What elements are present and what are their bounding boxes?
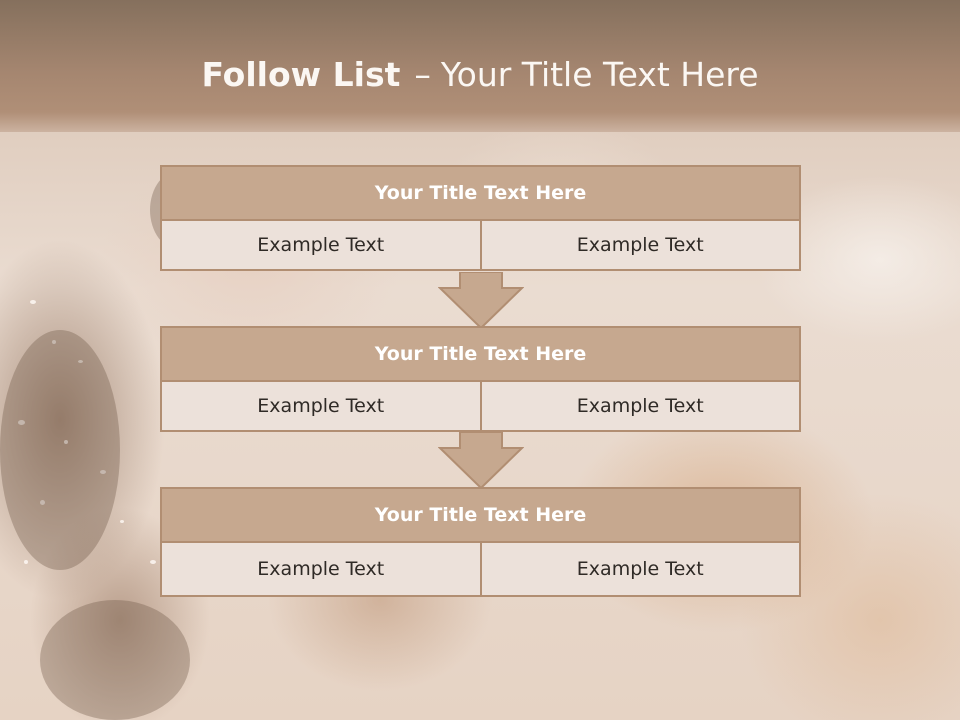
step-cell-left: Example Text [160, 221, 482, 271]
step-cell-left: Example Text [160, 382, 482, 432]
step-cell-right: Example Text [481, 382, 801, 432]
step-title: Your Title Text Here [160, 165, 801, 221]
step-block-1: Your Title Text Here Example Text Exampl… [160, 165, 801, 271]
step-cell-right: Example Text [481, 543, 801, 597]
title-bold: Follow List [201, 55, 401, 94]
step-row: Example Text Example Text [160, 543, 801, 597]
step-block-3: Your Title Text Here Example Text Exampl… [160, 487, 801, 597]
slide-title: Follow List–Your Title Text Here [0, 52, 960, 98]
title-rest: Your Title Text Here [440, 55, 759, 94]
step-title: Your Title Text Here [160, 487, 801, 543]
step-cell-right: Example Text [481, 221, 801, 271]
step-block-2: Your Title Text Here Example Text Exampl… [160, 326, 801, 432]
step-title: Your Title Text Here [160, 326, 801, 382]
step-row: Example Text Example Text [160, 382, 801, 432]
header-band [0, 0, 960, 132]
down-arrow-icon [438, 272, 524, 330]
down-arrow-icon [438, 432, 524, 490]
step-row: Example Text Example Text [160, 221, 801, 271]
title-dash: – [414, 55, 431, 94]
step-cell-left: Example Text [160, 543, 482, 597]
